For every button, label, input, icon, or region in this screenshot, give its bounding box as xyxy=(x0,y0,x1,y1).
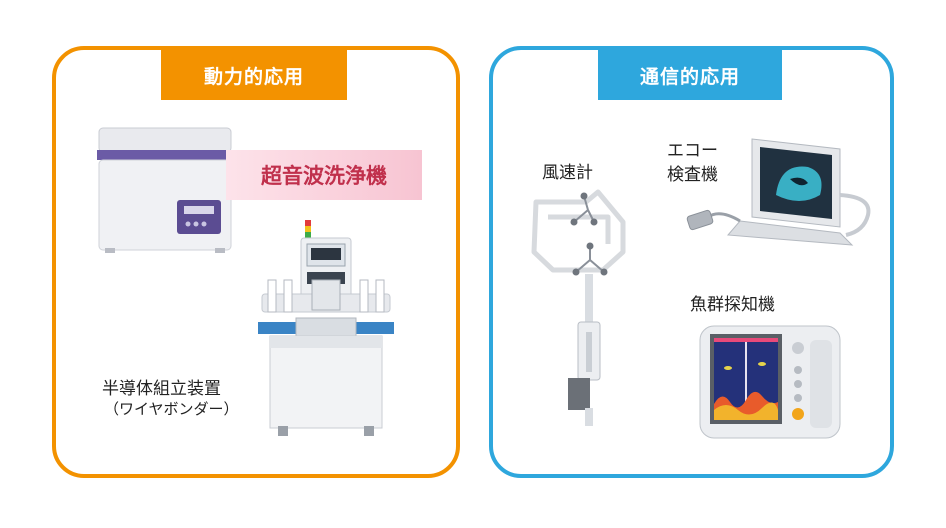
echo-scanner-label-line1: エコー xyxy=(667,141,718,161)
wire-bonder-sublabel: （ワイヤボンダー） xyxy=(104,400,239,418)
anemometer-illustration xyxy=(531,189,626,426)
echo-scanner-illustration xyxy=(686,138,871,246)
ultrasonic-cleaner-label: 超音波洗浄機 xyxy=(226,150,422,200)
wire-bonder-illustration xyxy=(258,220,394,436)
fish-finder-illustration xyxy=(699,325,841,439)
communication-application-panel xyxy=(489,46,894,478)
power-application-panel xyxy=(52,46,460,478)
communication-application-title: 通信的応用 xyxy=(598,50,782,100)
anemometer-label: 風速計 xyxy=(542,163,593,183)
fish-finder-label: 魚群探知機 xyxy=(690,295,775,315)
wire-bonder-label: 半導体組立装置 xyxy=(102,379,221,399)
power-application-title: 動力的応用 xyxy=(161,50,347,100)
echo-scanner-label-line2: 検査機 xyxy=(667,165,718,185)
ultrasonic-cleaner-illustration xyxy=(97,127,233,253)
